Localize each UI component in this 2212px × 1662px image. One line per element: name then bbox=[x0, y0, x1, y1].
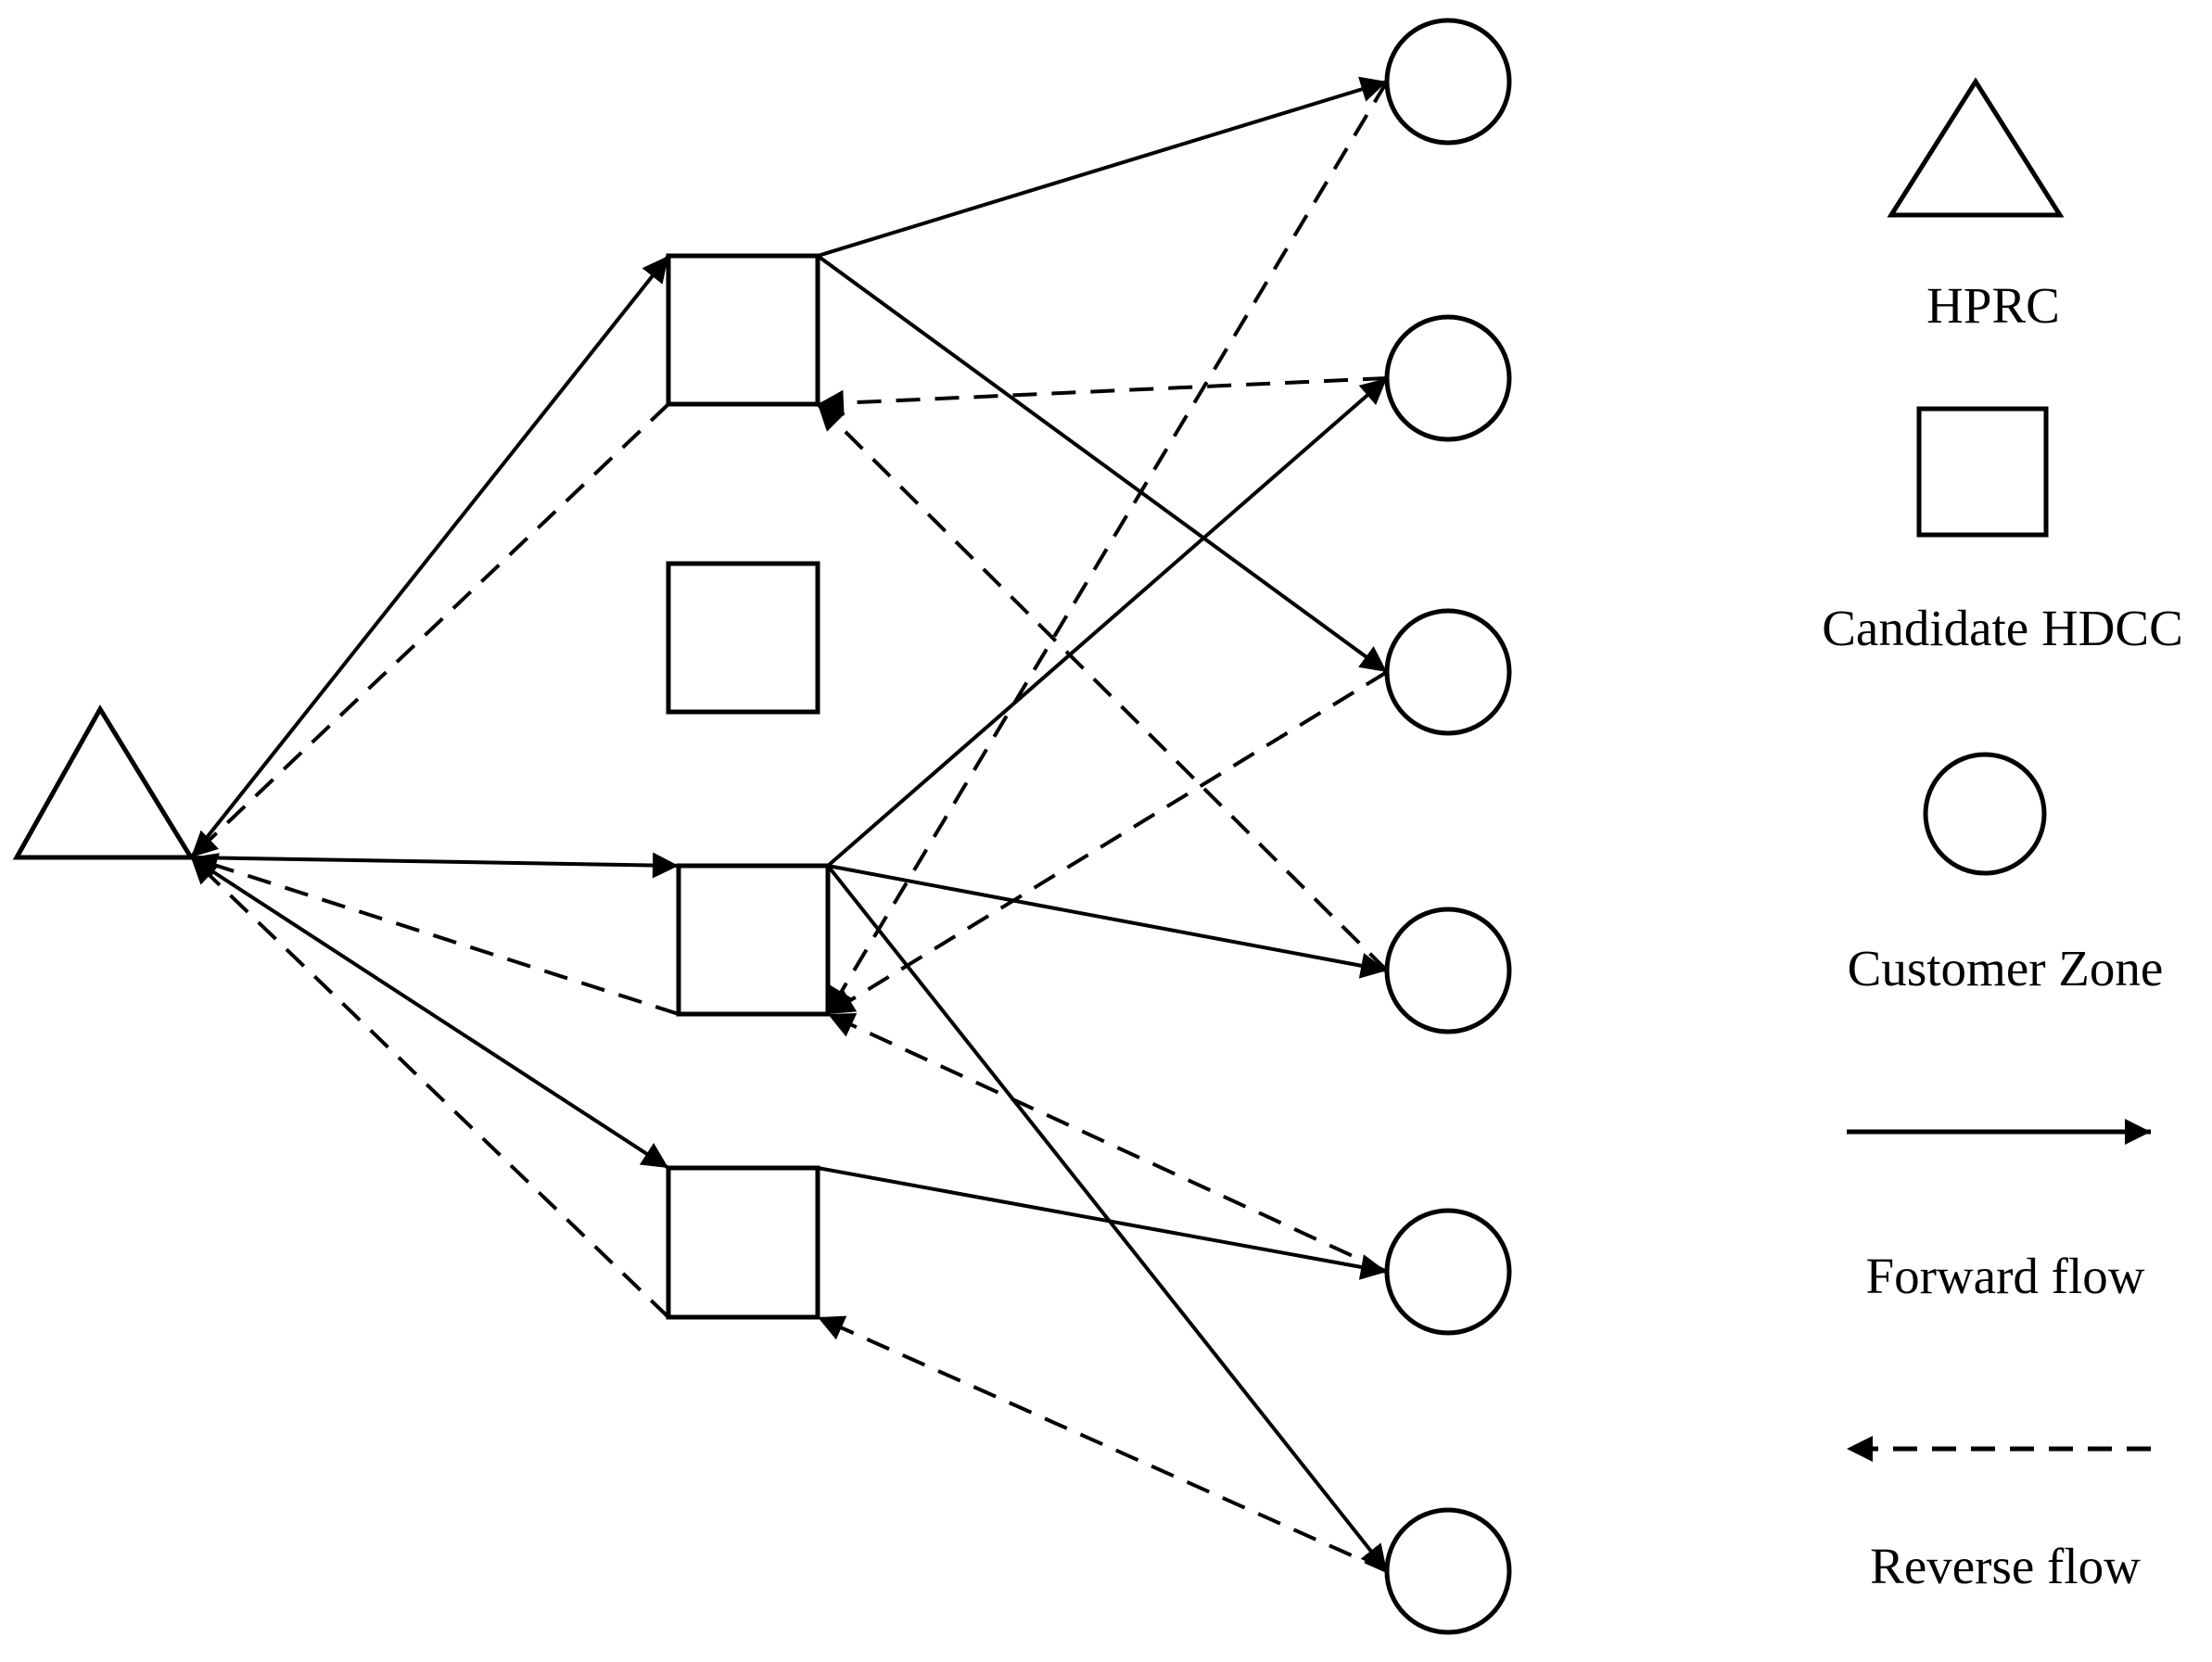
legend-forward-label: Forward flow bbox=[1866, 1248, 2145, 1304]
forward-flow-hdcc-3-to-cz-2 bbox=[826, 376, 1389, 868]
hprc-node bbox=[12, 704, 196, 860]
forward-flow-hdcc-3-to-cz-6 bbox=[826, 864, 1389, 1573]
customer-zone-6 bbox=[1384, 1507, 1512, 1635]
forward-flow-hprc-to-hdcc-4 bbox=[189, 856, 670, 1170]
legend-customer-icon bbox=[1923, 752, 2047, 876]
reverse-flow-cz-5-to-hdcc-3 bbox=[827, 1012, 1388, 1274]
customer-zone-1 bbox=[1384, 18, 1512, 146]
reverse-flow-hdcc-3-to-hprc bbox=[190, 853, 680, 1016]
reverse-flow-cz-6-to-hdcc-4 bbox=[817, 1315, 1388, 1573]
hdcc-node-4 bbox=[666, 1165, 820, 1320]
forward-flow-hprc-to-hdcc-3 bbox=[190, 852, 680, 879]
customer-zone-5 bbox=[1384, 1208, 1512, 1336]
legend-hprc-icon bbox=[1887, 77, 2065, 218]
flow-arrows bbox=[189, 76, 1389, 1573]
reverse-flow-cz-3-to-hdcc-3 bbox=[826, 670, 1389, 1016]
reverse-flow-cz-1-to-hdcc-3 bbox=[826, 80, 1389, 1016]
legend-customer-label: Customer Zone bbox=[1848, 940, 2164, 996]
reverse-flow-cz-4-to-hdcc-1 bbox=[816, 402, 1389, 972]
customer-zone-4 bbox=[1384, 907, 1512, 1034]
reverse-flow-hdcc-1-to-hprc bbox=[189, 402, 670, 859]
reverse-flow-cz-2-to-hdcc-1 bbox=[817, 376, 1388, 416]
forward-flow-hdcc-1-to-cz-3 bbox=[816, 254, 1389, 674]
customer-zone-2 bbox=[1384, 314, 1512, 442]
forward-flow-hdcc-4-to-cz-5 bbox=[817, 1166, 1388, 1280]
network-nodes bbox=[12, 18, 1512, 1635]
legend-hprc-label: HPRC bbox=[1926, 277, 2060, 334]
legend: HPRC Candidate HDCC Customer Zone Forwar… bbox=[1822, 77, 2183, 1594]
hdcc-node-1 bbox=[666, 253, 820, 407]
reverse-flow-hdcc-4-to-hprc bbox=[189, 856, 670, 1319]
customer-zone-3 bbox=[1384, 608, 1512, 736]
hdcc-node-2 bbox=[666, 561, 820, 715]
forward-flow-hprc-to-hdcc-1 bbox=[189, 254, 670, 859]
forward-flow-hdcc-1-to-cz-1 bbox=[817, 76, 1388, 258]
forward-flow-hdcc-3-to-cz-4 bbox=[827, 864, 1388, 979]
hdcc-node-3 bbox=[676, 863, 831, 1017]
legend-reverse-label: Reverse flow bbox=[1870, 1538, 2141, 1594]
legend-hdcc-icon bbox=[1916, 406, 2049, 538]
legend-hdcc-label: Candidate HDCC bbox=[1822, 600, 2183, 656]
